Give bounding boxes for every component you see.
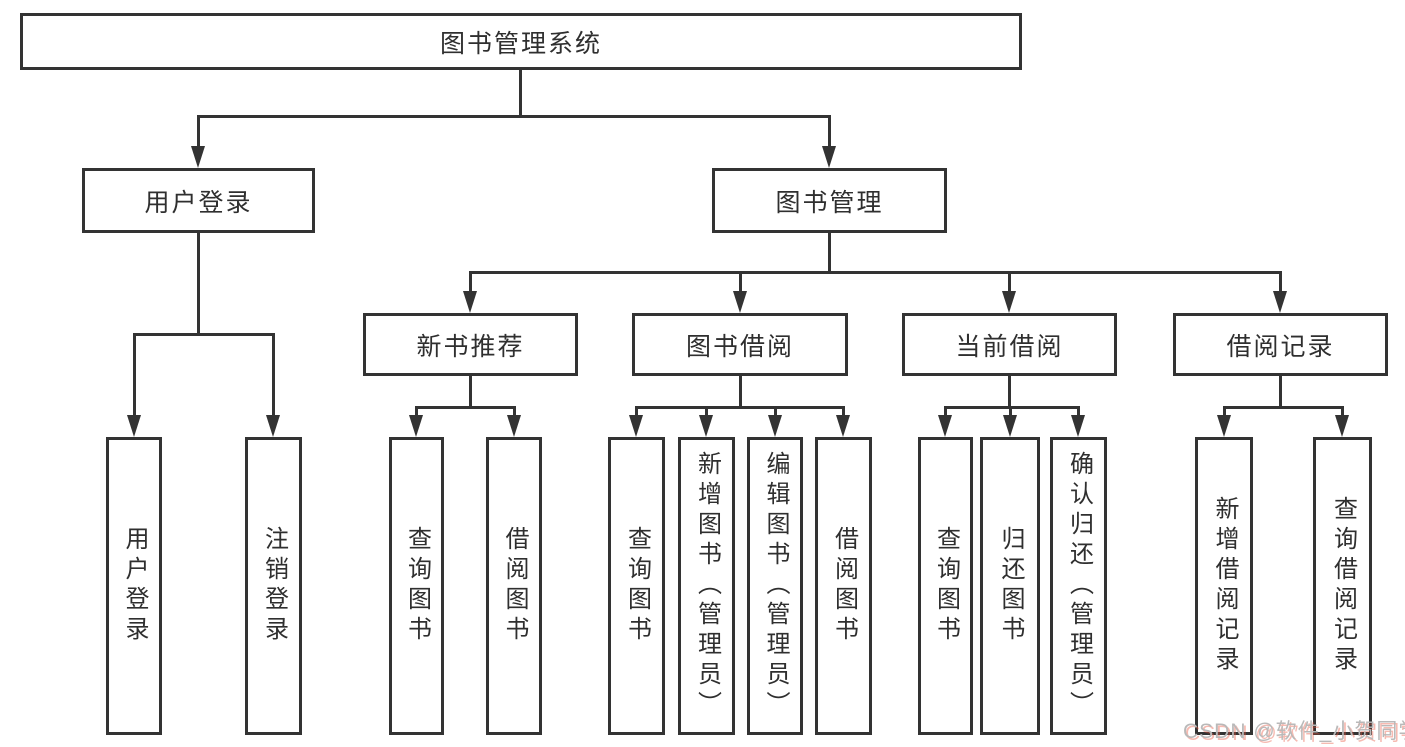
connector-drop <box>513 406 516 417</box>
leaf-query-books-recommend: 查询图书 <box>389 437 444 735</box>
connector-current-borrowing-stem <box>1008 376 1011 409</box>
connector-drop <box>774 406 777 417</box>
leaf-user-login: 用户登录 <box>106 437 162 735</box>
arrowhead-down-icon <box>1002 291 1016 313</box>
arrowhead-down-icon <box>1217 415 1231 437</box>
node-new-book-recommend: 新书推荐 <box>363 313 578 376</box>
connector-drop-book-borrowing <box>739 271 742 293</box>
connector-drop-book-management <box>828 115 831 148</box>
connector-borrowing-records-split <box>1223 406 1344 409</box>
connector-book-borrowing-stem <box>739 376 742 409</box>
arrowhead-down-icon <box>733 291 747 313</box>
connector-drop-current-borrowing <box>1008 271 1011 293</box>
leaf-query-books-current: 查询图书 <box>918 437 973 735</box>
connector-root-stem <box>519 70 522 117</box>
connector-level3-split <box>469 271 1281 274</box>
leaf-confirm-return-admin: 确认归还（管理员） <box>1050 437 1107 735</box>
connector-drop <box>1223 406 1226 417</box>
connector-drop <box>1341 406 1344 417</box>
arrowhead-down-icon <box>768 415 782 437</box>
connector-drop <box>842 406 845 417</box>
connector-level2-split <box>197 115 831 118</box>
node-current-borrowing: 当前借阅 <box>902 313 1117 376</box>
leaf-add-borrow-record: 新增借阅记录 <box>1195 437 1253 735</box>
connector-drop-borrowing-records <box>1279 271 1282 293</box>
leaf-add-book-admin: 新增图书（管理员） <box>678 437 735 735</box>
arrowhead-down-icon <box>127 415 141 437</box>
connector-new-book-split <box>415 406 516 409</box>
connector-drop <box>415 406 418 417</box>
arrowhead-down-icon <box>1003 415 1017 437</box>
leaf-edit-book-admin: 编辑图书（管理员） <box>747 437 803 735</box>
connector-drop-user-login <box>197 115 200 148</box>
connector-borrowing-records-stem <box>1279 376 1282 409</box>
leaf-query-books-borrowing: 查询图书 <box>608 437 665 735</box>
arrowhead-down-icon <box>409 415 423 437</box>
arrowhead-down-icon <box>1071 415 1085 437</box>
connector-book-management-stem <box>828 233 831 274</box>
arrowhead-down-icon <box>629 415 643 437</box>
leaf-borrow-books-recommend: 借阅图书 <box>486 437 542 735</box>
arrowhead-down-icon <box>266 415 280 437</box>
connector-current-borrowing-split <box>944 406 1080 409</box>
arrowhead-down-icon <box>699 415 713 437</box>
connector-drop <box>944 406 947 417</box>
arrowhead-down-icon <box>822 146 836 168</box>
connector-new-book-stem <box>469 376 472 409</box>
leaf-query-borrow-record: 查询借阅记录 <box>1313 437 1372 735</box>
connector-drop <box>1077 406 1080 417</box>
connector-drop <box>705 406 708 417</box>
arrowhead-down-icon <box>463 291 477 313</box>
connector-drop-leaf-logout <box>272 333 275 417</box>
connector-drop <box>1009 406 1012 417</box>
leaf-logout: 注销登录 <box>245 437 302 735</box>
arrowhead-down-icon <box>1273 291 1287 313</box>
connector-drop-leaf-user-login <box>133 333 136 417</box>
leaf-return-books: 归还图书 <box>980 437 1040 735</box>
node-root: 图书管理系统 <box>20 13 1022 70</box>
leaf-borrow-books-borrowing: 借阅图书 <box>815 437 872 735</box>
arrowhead-down-icon <box>938 415 952 437</box>
node-book-management: 图书管理 <box>712 168 947 233</box>
connector-user-login-split <box>133 333 274 336</box>
connector-drop-new-book-recommend <box>469 271 472 293</box>
connector-drop <box>635 406 638 417</box>
arrowhead-down-icon <box>1335 415 1349 437</box>
arrowhead-down-icon <box>191 146 205 168</box>
node-book-borrowing: 图书借阅 <box>632 313 848 376</box>
node-borrowing-records: 借阅记录 <box>1173 313 1388 376</box>
arrowhead-down-icon <box>507 415 521 437</box>
node-user-login: 用户登录 <box>82 168 315 233</box>
connector-user-login-stem <box>197 233 200 335</box>
arrowhead-down-icon <box>836 415 850 437</box>
csdn-watermark: CSDN @软件_小贺同学 <box>1183 720 1405 743</box>
connector-book-borrowing-split <box>635 406 845 409</box>
